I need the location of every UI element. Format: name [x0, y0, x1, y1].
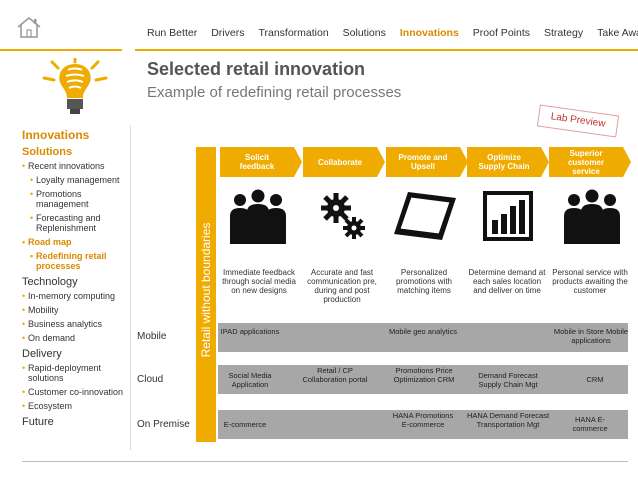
- row-label-cloud: Cloud: [137, 374, 164, 385]
- sidebar-item-mobility[interactable]: Mobility: [22, 305, 126, 315]
- row-cloud: [218, 365, 628, 394]
- nav-take-away[interactable]: Take Away: [597, 27, 638, 39]
- cell-cloud-promotions: Promotions Price Optimization CRM: [393, 366, 455, 384]
- sidebar-item-ecosystem[interactable]: Ecosystem: [22, 401, 126, 411]
- desc-optimize-supply-chain: Determine demand at each sales location …: [468, 268, 546, 295]
- header-rule-right: [135, 49, 638, 51]
- header-optimize-supply-chain: Optimize Supply Chain: [467, 147, 549, 177]
- cell-onprem-ecommerce: E-commerce: [223, 420, 267, 429]
- cell-cloud-demand: Demand Forecast Supply Chain Mgt: [478, 371, 538, 389]
- sidebar-item-promotions[interactable]: Promotions management: [22, 189, 126, 209]
- nav-proof-points[interactable]: Proof Points: [472, 27, 530, 39]
- cell-cloud-social: Social Media Application: [228, 371, 272, 389]
- cell-mobile-in-store: Mobile in Store Mobile applications: [553, 327, 629, 345]
- sidebar-solutions-label[interactable]: Solutions: [22, 146, 73, 158]
- desc-superior-service: Personal service with products awaiting …: [552, 268, 628, 295]
- cell-mobile-ipad: IPAD applications: [220, 327, 280, 336]
- sidebar-item-business-analytics[interactable]: Business analytics: [22, 319, 126, 329]
- sidebar-future-label[interactable]: Future: [22, 416, 54, 428]
- nav-innovations[interactable]: Innovations: [399, 27, 459, 39]
- header-superior-service: Superior customer service: [549, 147, 631, 177]
- cell-cloud-collab: Retail / CP Collaboration portal: [302, 366, 368, 384]
- sidebar-item-in-memory[interactable]: In-memory computing: [22, 291, 126, 301]
- page-title: Selected retail innovation: [147, 59, 366, 79]
- nav-drivers[interactable]: Drivers: [211, 27, 245, 39]
- desc-solicit-feedback: Immediate feedback through social media …: [222, 268, 296, 295]
- row-mobile: [218, 323, 628, 352]
- sidebar-item-recent-innovations[interactable]: Recent innovations: [22, 161, 126, 171]
- cell-mobile-geo: Mobile geo analytics: [389, 327, 457, 336]
- sidebar-item-road-map[interactable]: Road map: [22, 237, 126, 247]
- main-nav: Run Better Drivers Transformation Soluti…: [140, 27, 638, 39]
- sidebar-item-rapid-deployment[interactable]: Rapid-deployment solutions: [22, 363, 126, 383]
- sidebar-item-loyalty[interactable]: Loyalty management: [22, 175, 126, 185]
- sidebar-item-forecasting[interactable]: Forecasting and Replenishment: [22, 213, 126, 233]
- cell-cloud-crm: CRM: [586, 375, 604, 384]
- lightbulb-icon: [42, 58, 108, 114]
- top-bar: Run Better Drivers Transformation Soluti…: [0, 0, 638, 56]
- nav-solutions[interactable]: Solutions: [342, 27, 386, 39]
- header-rule-left: [0, 49, 122, 51]
- home-icon[interactable]: [16, 16, 42, 38]
- row-on-premise: [218, 410, 628, 439]
- sidebar-delivery-label[interactable]: Delivery: [22, 348, 62, 360]
- cell-onprem-hana-demand: HANA Demand Forecast Transportation Mgt: [466, 411, 550, 429]
- header-collaborate: Collaborate: [303, 147, 385, 177]
- sidebar-heading: Innovations: [22, 128, 90, 142]
- desc-collaborate: Accurate and fast communication pre, dur…: [307, 268, 377, 304]
- row-label-mobile: Mobile: [137, 331, 167, 342]
- tablet-icon: [394, 192, 456, 240]
- retail-band-label: Retail without boundaries: [199, 222, 213, 358]
- sidebar-item-on-demand[interactable]: On demand: [22, 333, 126, 343]
- sidebar-item-redefining[interactable]: Redefining retail processes: [22, 251, 126, 271]
- sidebar-item-co-innovation[interactable]: Customer co-innovation: [22, 387, 126, 397]
- row-label-on-premise: On Premise: [137, 419, 190, 430]
- header-promote-upsell: Promote and Upsell: [386, 147, 468, 177]
- gears-icon: [321, 193, 365, 239]
- nav-transformation[interactable]: Transformation: [258, 27, 329, 39]
- retail-band: [196, 147, 216, 442]
- sidebar-technology-label[interactable]: Technology: [22, 276, 78, 288]
- bar-chart-icon: [483, 191, 533, 241]
- footer-rule: [22, 461, 628, 462]
- cell-onprem-hana-ecommerce: HANA E-commerce: [572, 415, 608, 433]
- lab-preview-stamp: Lab Preview: [536, 104, 620, 138]
- cell-onprem-hana-promotions: HANA Promotions E-commerce: [392, 411, 454, 429]
- desc-promote-upsell: Personalized promotions with matching it…: [395, 268, 453, 295]
- people-icon: [230, 189, 286, 244]
- page-subtitle: Example of redefining retail processes: [147, 84, 402, 101]
- sidebar-divider: [130, 125, 131, 450]
- sidebar: Innovations Solutions Recent innovations…: [22, 128, 126, 431]
- people-icon: [564, 189, 620, 244]
- nav-run-better[interactable]: Run Better: [147, 27, 198, 39]
- nav-strategy[interactable]: Strategy: [544, 27, 584, 39]
- header-solicit-feedback: Solicit feedback: [220, 147, 302, 177]
